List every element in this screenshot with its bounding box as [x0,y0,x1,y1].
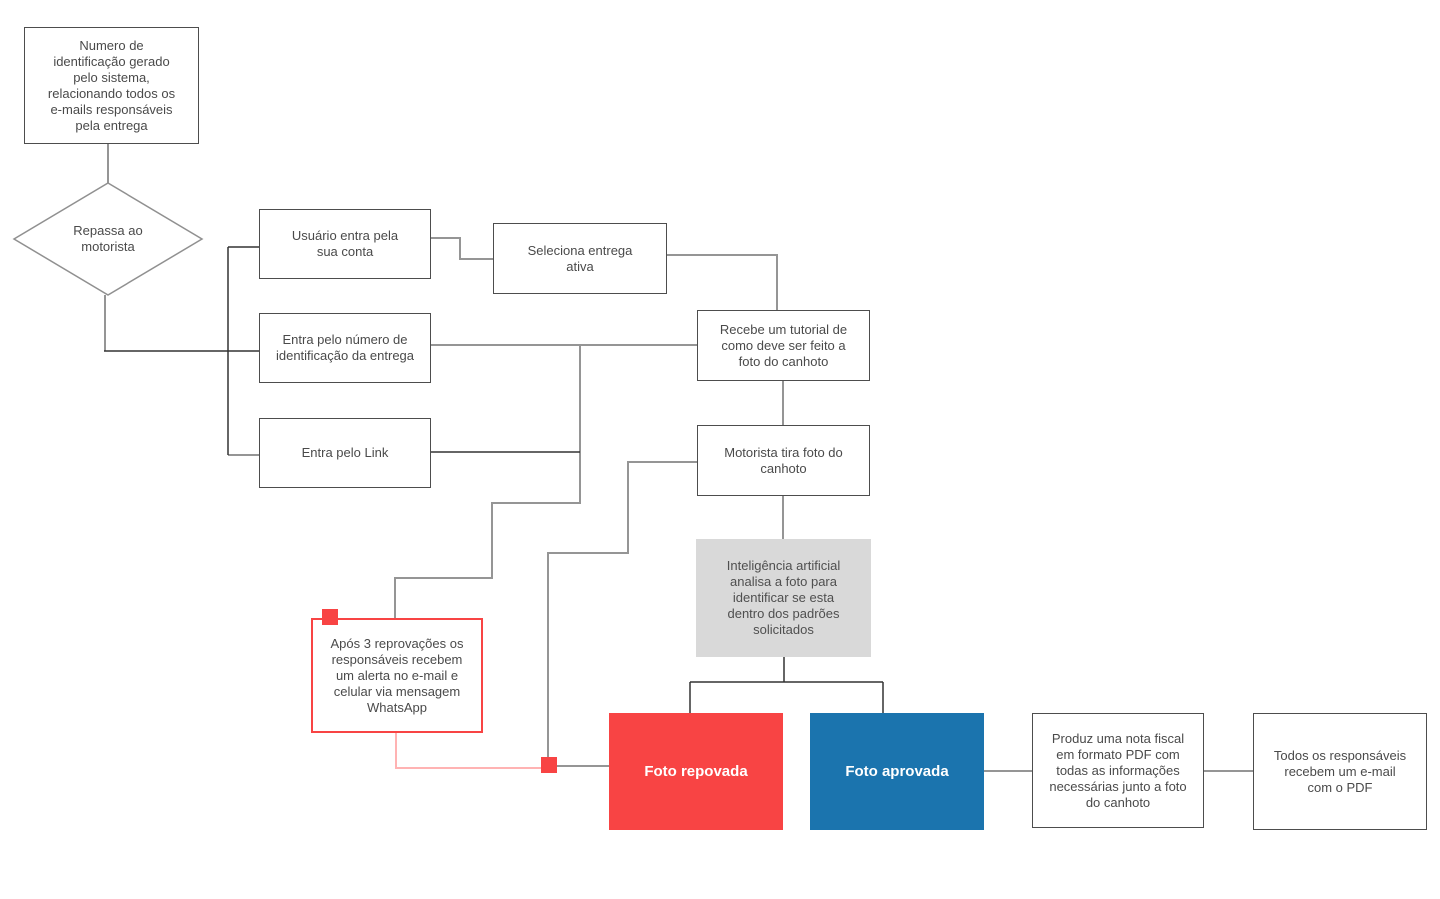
node-photo-approved: Foto aprovada [810,713,984,830]
node-take-photo-label: Motorista tira foto do canhoto [724,444,843,476]
node-ai-analysis: Inteligência artificial analisa a foto p… [696,539,871,657]
node-select-delivery: Seleciona entrega ativa [493,223,667,294]
node-id-entry: Entra pelo número de identificação da en… [259,313,431,383]
node-tutorial: Recebe um tutorial de como deve ser feit… [697,310,870,381]
red-marker-retry [541,757,557,773]
connector-select-to-tutorial [667,254,778,310]
node-photo-rejected: Foto repovada [609,713,783,830]
node-alert-whatsapp: Após 3 reprovações os responsáveis receb… [311,618,483,733]
node-tutorial-label: Recebe um tutorial de como deve ser feit… [719,321,848,369]
node-select-delivery-label: Seleciona entrega ativa [527,242,633,274]
node-email-pdf-label: Todos os responsáveis recebem um e-mail … [1273,747,1407,795]
node-decision: Repassa ao motorista [63,216,153,262]
node-ai-analysis-label: Inteligência artificial analisa a foto p… [726,558,841,637]
node-user-account: Usuário entra pela sua conta [259,209,431,279]
node-generate-pdf: Produz uma nota fiscal em formato PDF co… [1032,713,1204,828]
node-generate-pdf-label: Produz uma nota fiscal em formato PDF co… [1049,730,1187,810]
node-email-pdf: Todos os responsáveis recebem um e-mail … [1253,713,1427,830]
node-alert-whatsapp-label: Após 3 reprovações os responsáveis receb… [330,635,464,715]
node-link-entry-label: Entra pelo Link [301,445,389,460]
node-start-label: Numero de identificação gerado pelo sist… [47,37,176,133]
node-start: Numero de identificação gerado pelo sist… [24,27,199,144]
red-marker-alert [322,609,338,625]
node-link-entry: Entra pelo Link [259,418,431,488]
node-user-account-label: Usuário entra pela sua conta [291,228,399,259]
node-decision-label: Repassa ao motorista [73,223,143,254]
connector-alert-to-marker-pink [395,733,542,769]
connector-user-to-select [431,237,493,260]
node-take-photo: Motorista tira foto do canhoto [697,425,870,496]
node-photo-rejected-label: Foto repovada [644,762,748,780]
node-photo-approved-label: Foto aprovada [845,762,949,780]
node-id-entry-label: Entra pelo número de identificação da en… [275,332,415,363]
